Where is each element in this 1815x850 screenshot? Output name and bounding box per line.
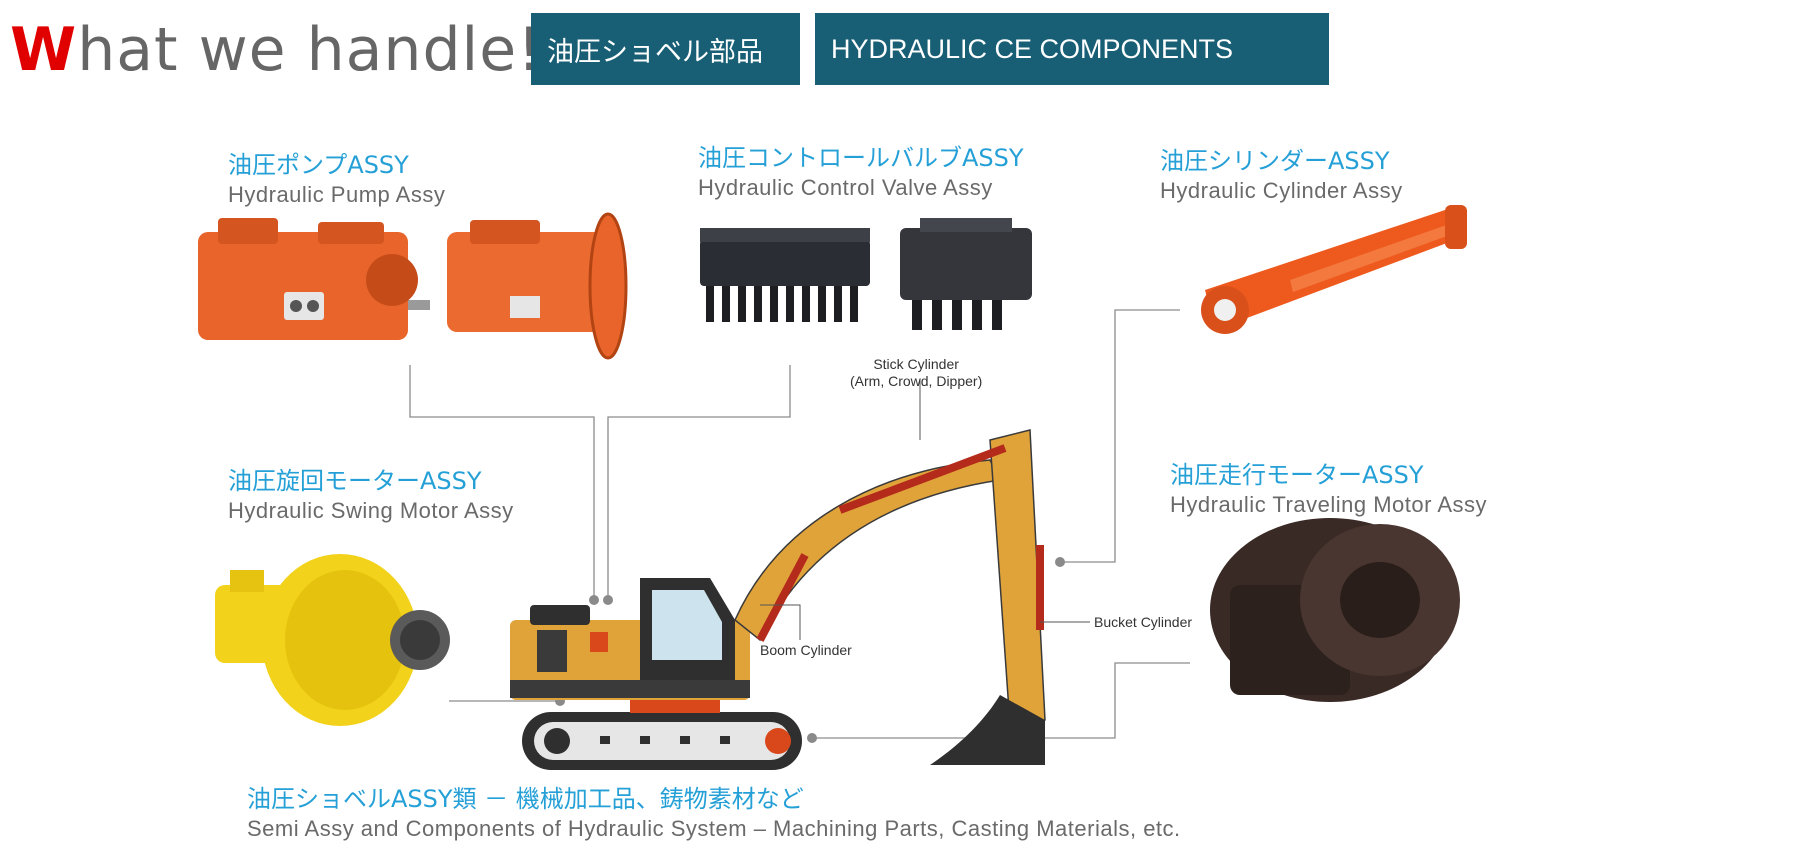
dot-pump: [589, 595, 599, 605]
caption-pump-jp: 油圧ポンプASSY: [228, 151, 409, 179]
caption-cylinder-jp: 油圧シリンダーASSY: [1160, 147, 1390, 175]
connector-cylinder: [1060, 309, 1180, 563]
connector-pump: [409, 365, 595, 600]
title-rest: hat we handle!: [77, 15, 543, 85]
tag-japanese: 油圧ショベル部品: [531, 13, 800, 85]
connector-lines: [409, 309, 1190, 739]
caption-valve-jp: 油圧コントロールバルブASSY: [698, 144, 1024, 172]
label-stick-cylinder: Stick Cylinder (Arm, Crowd, Dipper): [850, 356, 982, 390]
pump-image-1: [198, 218, 430, 340]
label-bucket-cylinder: Bucket Cylinder: [1094, 614, 1193, 630]
dot-cylinder: [1055, 557, 1065, 567]
tag-english-label: HYDRAULIC CE COMPONENTS: [831, 33, 1234, 64]
caption-travel-en: Hydraulic Traveling Motor Assy: [1170, 492, 1487, 517]
caption-semi-en: Semi Assy and Components of Hydraulic Sy…: [247, 816, 1181, 841]
label-stick-line2: (Arm, Crowd, Dipper): [850, 373, 983, 389]
dot-travel: [807, 733, 817, 743]
label-boom-cylinder: Boom Cylinder: [760, 642, 852, 658]
connector-travel: [812, 662, 1190, 739]
caption-swing-en: Hydraulic Swing Motor Assy: [228, 498, 514, 523]
dot-valve: [603, 595, 613, 605]
travel-motor-image: [1210, 518, 1460, 702]
caption-valve-en: Hydraulic Control Valve Assy: [698, 175, 993, 200]
caption-semi: 油圧ショベルASSY類 － 機械加工品、鋳物素材など Semi Assy and…: [247, 784, 1181, 843]
tag-japanese-label: 油圧ショベル部品: [547, 36, 763, 68]
excavator-illustration: [510, 429, 1046, 770]
pointer-boom: [760, 604, 801, 640]
caption-pump: 油圧ポンプASSY Hydraulic Pump Assy: [228, 150, 445, 209]
connector-valve: [607, 365, 791, 600]
page-title: What we handle!: [10, 14, 542, 86]
caption-swing: 油圧旋回モーターASSY Hydraulic Swing Motor Assy: [228, 466, 514, 525]
caption-cylinder: 油圧シリンダーASSY Hydraulic Cylinder Assy: [1160, 146, 1403, 205]
caption-travel: 油圧走行モーターASSY Hydraulic Traveling Motor A…: [1170, 460, 1487, 519]
caption-travel-jp: 油圧走行モーターASSY: [1170, 461, 1424, 489]
pump-image-2: [447, 212, 628, 360]
swing-motor-image: [215, 554, 450, 726]
valve-image-1: [700, 228, 870, 322]
tag-english: HYDRAULIC CE COMPONENTS: [815, 13, 1329, 85]
caption-semi-jp: 油圧ショベルASSY類 － 機械加工品、鋳物素材など: [247, 785, 804, 813]
label-stick-line1: Stick Cylinder: [873, 356, 959, 372]
caption-pump-en: Hydraulic Pump Assy: [228, 182, 446, 207]
valve-image-2: [900, 218, 1032, 330]
title-first-letter: W: [10, 15, 78, 85]
caption-cylinder-en: Hydraulic Cylinder Assy: [1160, 178, 1403, 203]
label-pointers: [760, 380, 1090, 640]
caption-valve: 油圧コントロールバルブASSY Hydraulic Control Valve …: [698, 143, 1024, 202]
caption-swing-jp: 油圧旋回モーターASSY: [228, 467, 482, 495]
cylinder-image: [1201, 205, 1467, 334]
